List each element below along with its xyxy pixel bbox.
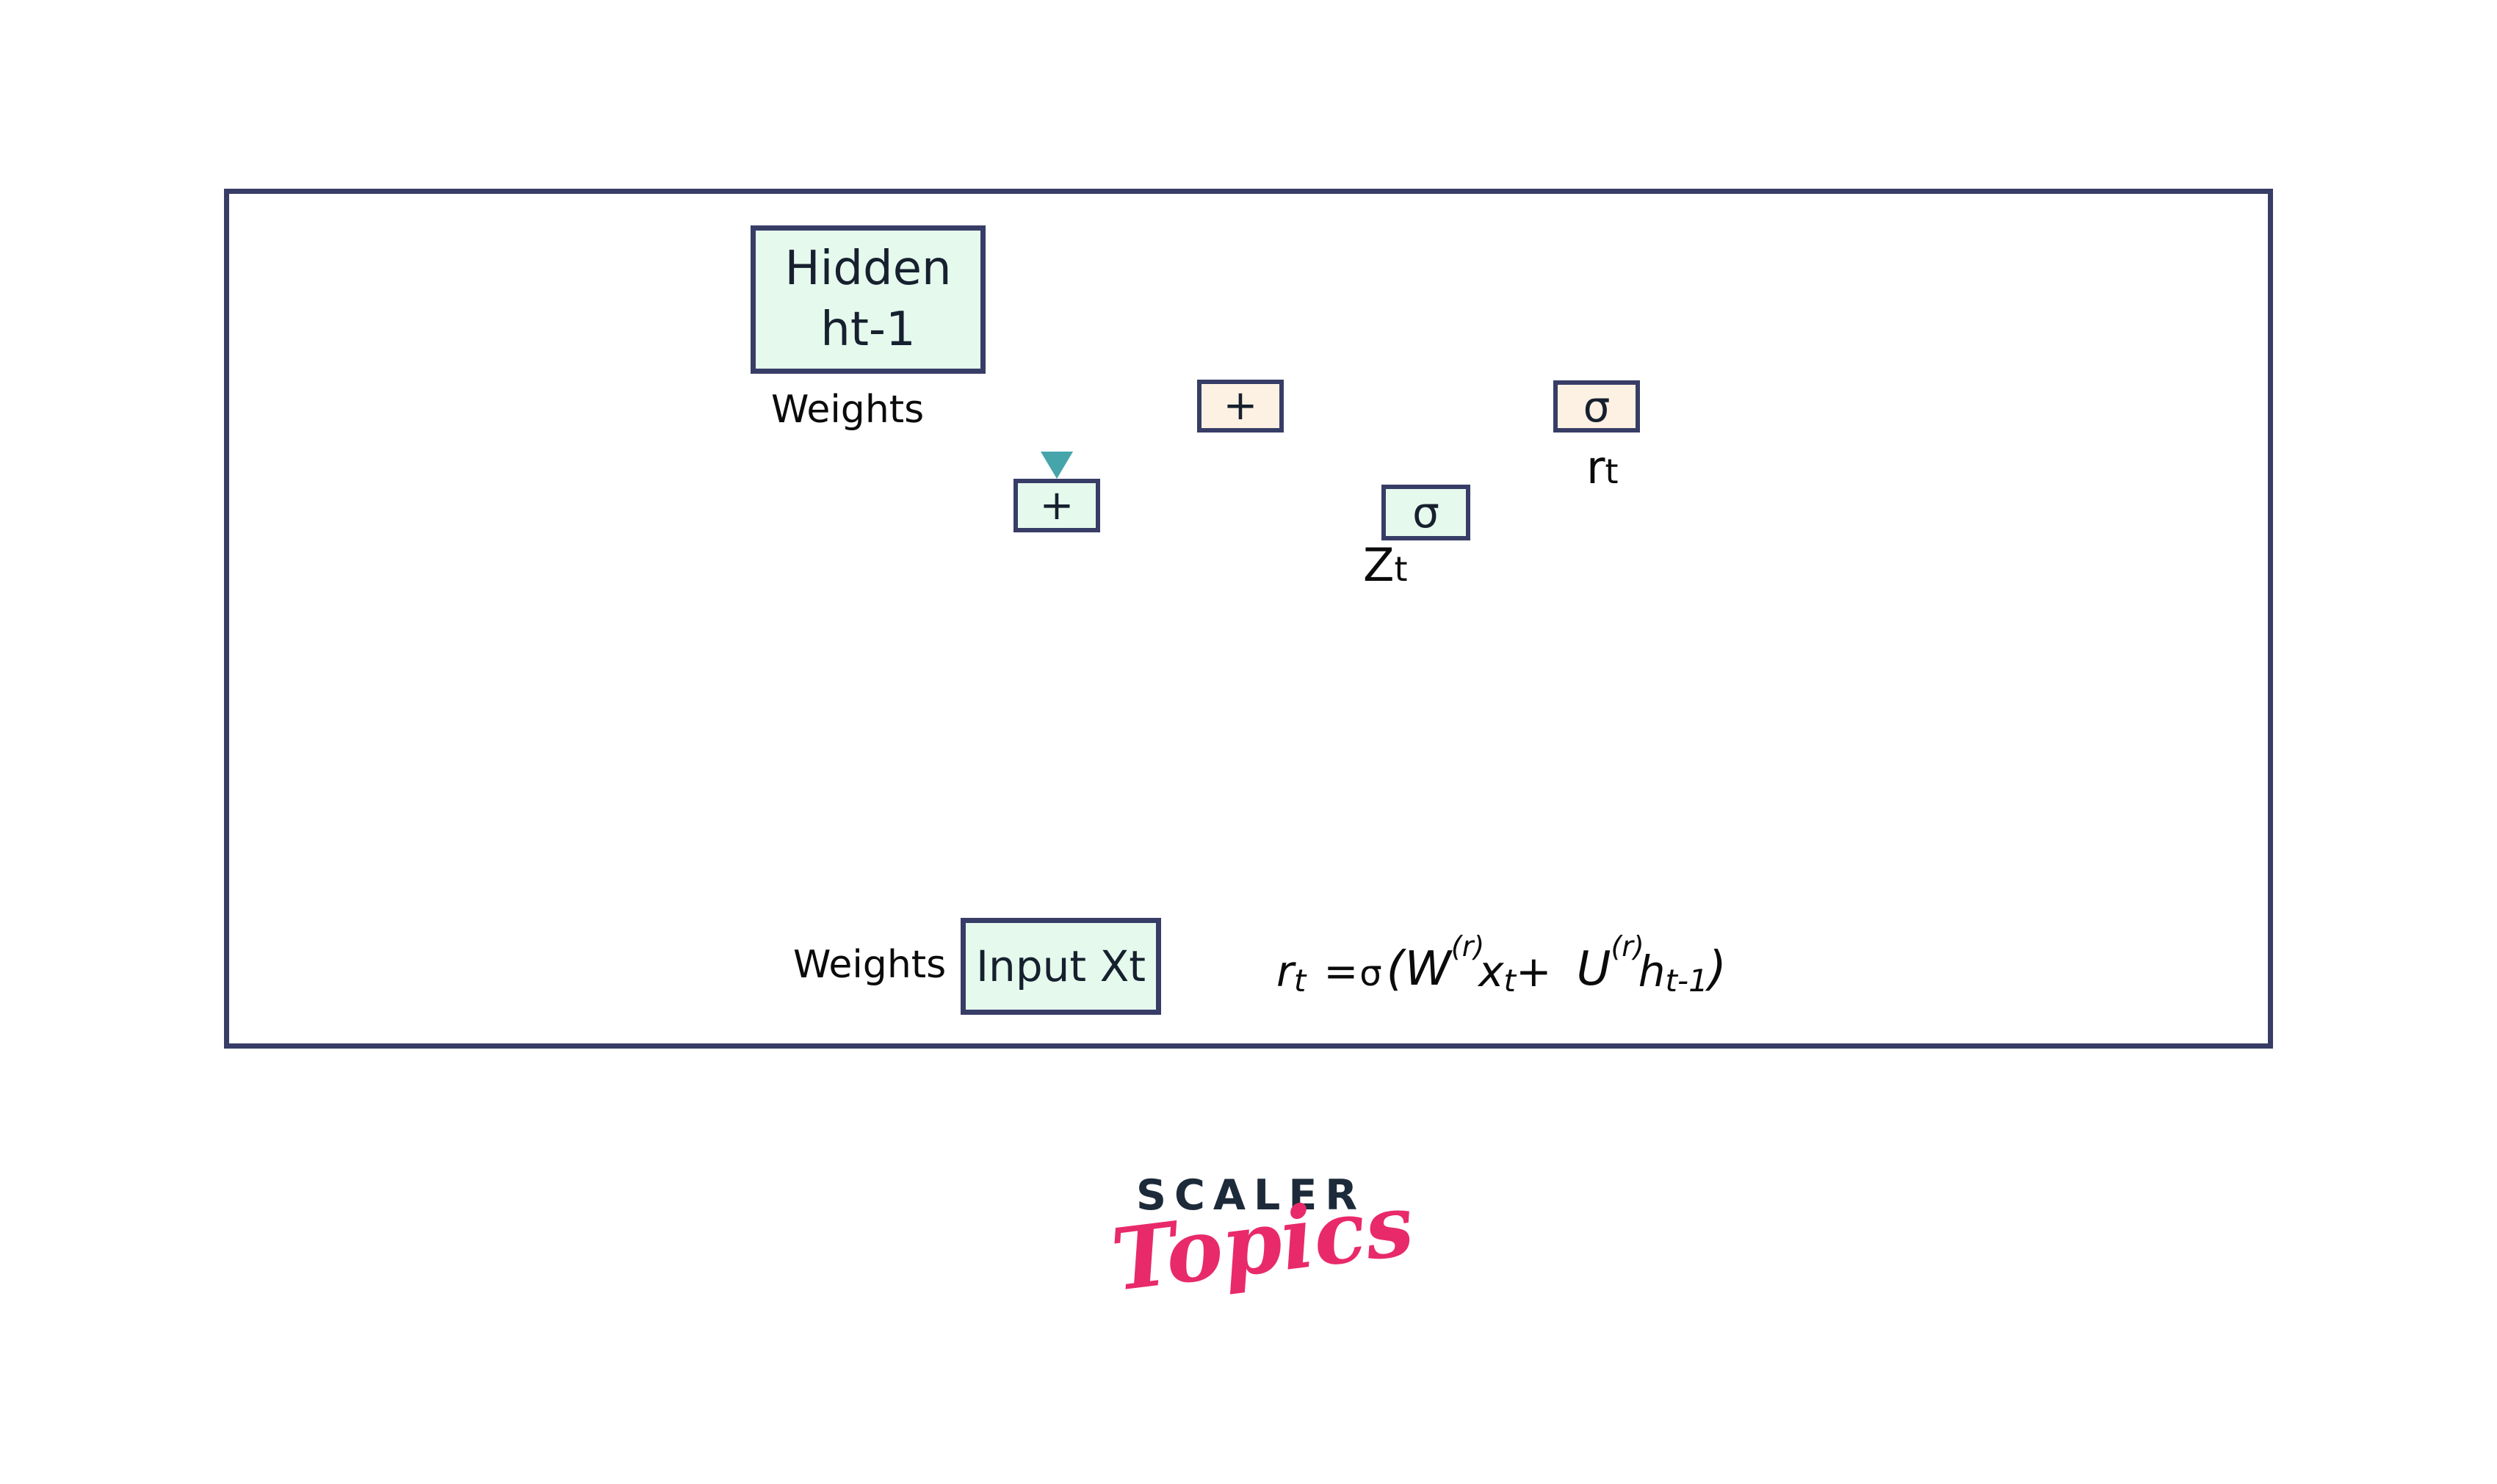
sigmoid-box-top: σ <box>1553 380 1640 432</box>
weights-label-top: Weights <box>771 388 925 432</box>
connector-green-below-sigma-mid <box>1423 539 1428 728</box>
connector-orange-into-plus-top <box>1237 295 1243 380</box>
hidden-state-box: Hidden ht-1 <box>751 225 986 374</box>
sum-box-top: + <box>1197 380 1284 432</box>
sigmoid-box-middle: σ <box>1381 485 1470 540</box>
connector-teal-into-plus-mid <box>1054 297 1059 453</box>
weights-label-bottom: Weights <box>793 943 947 987</box>
rt-output-label: rt <box>1586 441 1619 494</box>
connector-hidden-output <box>986 297 1060 302</box>
connector-orange-into-input <box>1055 727 1061 919</box>
hidden-box-line2: ht-1 <box>820 303 916 357</box>
formula-lhs: r <box>1276 946 1294 996</box>
formula-sigma: σ <box>1359 953 1382 994</box>
connector-green-below-plus-mid <box>1055 532 1060 728</box>
input-box: Input Xt <box>961 918 1161 1015</box>
diagram-frame <box>224 189 2273 1049</box>
connector-plus-mid-to-sigma-mid <box>1099 501 1382 506</box>
scaler-logo-text: SCALER <box>1136 1171 1366 1220</box>
sum-box-middle: + <box>1013 479 1100 532</box>
connector-plus-top-to-sigma-top <box>1282 402 1554 408</box>
arrow-down-icon <box>1041 452 1073 479</box>
connector-sigma-top-output <box>1638 402 1752 408</box>
zt-output-label: Zt <box>1363 538 1408 592</box>
hidden-box-line1: Hidden <box>784 241 952 296</box>
connector-orange-top-horizontal <box>1058 295 1243 301</box>
connector-orange-bottom-horizontal <box>1055 727 1243 733</box>
connector-orange-below-plus-top <box>1237 431 1243 733</box>
